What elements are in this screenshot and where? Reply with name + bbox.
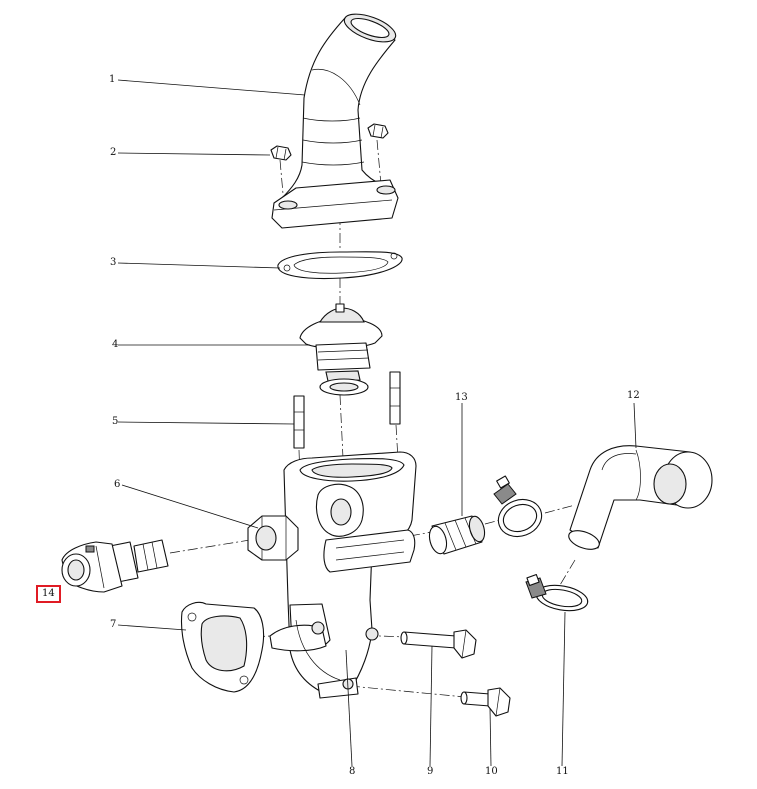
callout-9[interactable]: 9: [427, 766, 434, 777]
callout-10[interactable]: 10: [485, 766, 498, 777]
part-14-temperature-sensor: [61, 539, 169, 593]
part-12-rubber-hose: [568, 445, 713, 550]
callout-13[interactable]: 13: [455, 392, 468, 403]
callout-2[interactable]: 2: [110, 147, 117, 158]
callout-7[interactable]: 7: [110, 619, 117, 630]
hose-clamp-upper: [493, 475, 543, 538]
part-13-connector: [428, 515, 486, 555]
callout-11[interactable]: 11: [556, 766, 569, 777]
part-6-adaptor: [247, 515, 299, 561]
callout-12[interactable]: 12: [627, 390, 640, 401]
part-5-studs: [293, 371, 401, 449]
part-10-bolt: [460, 687, 511, 717]
callout-4[interactable]: 4: [112, 339, 119, 350]
callout-5[interactable]: 5: [112, 416, 119, 427]
part-1-outlet-pipe: [271, 13, 399, 229]
callout-14-highlighted[interactable]: 14: [36, 585, 61, 603]
part-9-bolt: [400, 629, 477, 659]
leader-lines: [117, 79, 637, 767]
callout-1[interactable]: 1: [109, 74, 116, 85]
part-8-thermostat-housing: [269, 451, 417, 699]
part-2-nuts: [270, 123, 389, 161]
part-7-housing-gasket: [180, 601, 265, 693]
hose-clamp-lower: [525, 573, 589, 612]
callout-3[interactable]: 3: [110, 257, 117, 268]
part-3-gasket: [277, 251, 403, 279]
callout-6[interactable]: 6: [114, 479, 121, 490]
part-4-thermostat: [299, 303, 383, 396]
callout-8[interactable]: 8: [349, 766, 356, 777]
